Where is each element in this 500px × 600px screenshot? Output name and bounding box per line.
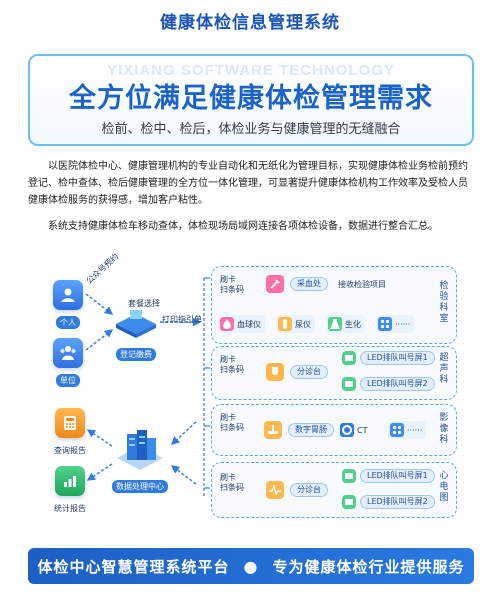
- hero-headline: 全方位满足健康体检管理需求: [69, 83, 433, 114]
- stats-report-label: 统计报告: [54, 504, 86, 513]
- syringe-icon: [266, 275, 284, 293]
- imaging-scan-label: 刷卡 扫条码: [220, 413, 244, 432]
- lab-collect-pill: 采血处: [290, 277, 328, 291]
- registration-desk-icon: [116, 310, 156, 338]
- dept-imaging: 刷卡 扫条码 数字胃肠 CT ······ 影像科: [211, 404, 457, 456]
- lab-item-more: ······: [376, 315, 415, 333]
- arrow-to-query-report: [86, 429, 113, 447]
- ecg-triage-pill: 分诊台: [290, 483, 328, 497]
- arrow-to-stats-report: [86, 463, 113, 481]
- lab-item-blood-label: 血球仪: [237, 319, 261, 329]
- ultrasound-screen-2: LED排队叫号屏2: [360, 377, 435, 391]
- blood-drop-icon: [220, 317, 234, 331]
- lab-dept-name: 检验科室: [439, 281, 449, 324]
- calculator-icon: [55, 408, 85, 438]
- grid-icon: [390, 423, 404, 437]
- dept-lab: 刷卡 扫条码 采血处 接收检验项目 血球仪 尿仪 生化 ······ 检验科室: [211, 266, 457, 344]
- query-report-label: 查询报告: [54, 446, 86, 455]
- xray-machine-icon: [264, 421, 282, 439]
- imaging-item-more: ······: [388, 421, 427, 439]
- lab-item-blood: 血球仪: [218, 315, 265, 333]
- dept-ultrasound: 刷卡 扫条码 分诊台 LED排队叫号屏1 LED排队叫号屏2 超声科: [211, 346, 457, 400]
- node-query-report: 查询报告: [50, 408, 90, 457]
- support-paragraph: 系统支持健康体检车移动查体，体检现场局域网连接各项体检设备，数据进行整合汇总。: [48, 221, 438, 232]
- hero-subtitle: 检前、检中、检后，体检业务与健康管理的无缝融合: [101, 122, 401, 137]
- flask-icon: [328, 317, 342, 331]
- ultrasound-triage-pill: 分诊台: [290, 365, 328, 379]
- imaging-item-more-label: ······: [407, 425, 423, 435]
- led-screen-icon: [342, 469, 356, 483]
- edge-label-print-guide: 打印指引单: [162, 315, 202, 324]
- ct-scanner-icon: [340, 423, 354, 437]
- led-screen-icon: [342, 351, 356, 365]
- data-center-icon: [117, 430, 163, 470]
- person-icon: [53, 280, 83, 310]
- led-screen-icon: [342, 495, 356, 509]
- imaging-item-ct: CT: [338, 421, 371, 439]
- ecg-scan-label: 刷卡 扫条码: [220, 473, 244, 492]
- footer-banner: 体检中心智慧管理系统平台 ● 专为健康体检行业提供服务: [28, 548, 474, 584]
- imaging-item-ct-label: CT: [357, 425, 368, 435]
- lab-item-more-label: ······: [395, 319, 411, 329]
- lab-item-urine-label: 尿仪: [295, 319, 311, 329]
- workflow-diagram: 个人 单位 查询报告 统计报告 公众号预约 套餐选择 打印指引单 登记缴费: [0, 252, 500, 530]
- imaging-item-gi: 数字胃肠: [288, 423, 334, 437]
- unit-label: 单位: [56, 374, 80, 387]
- node-data-center: 数据处理中心: [110, 428, 170, 493]
- footer-left-text: 体检中心智慧管理系统平台: [37, 557, 230, 576]
- footer-right-text: 专为健康体检行业提供服务: [272, 557, 465, 576]
- hero-watermark: YIXIANG SOFTWARE TECHNOLOGY: [107, 62, 395, 79]
- imaging-dept-name: 影像科: [439, 413, 449, 445]
- lab-receive-label: 接收检验项目: [338, 280, 386, 289]
- dept-ecg: 刷卡 扫条码 分诊台 LED排队叫号屏1 LED排队叫号屏2 心电图: [211, 462, 457, 518]
- lab-item-urine: 尿仪: [276, 315, 315, 333]
- ultrasound-scan-label: 刷卡 扫条码: [220, 355, 244, 374]
- ultrasound-screen-1: LED排队叫号屏1: [360, 351, 435, 365]
- ecg-dept-name: 心电图: [439, 471, 449, 503]
- ultrasound-dept-name: 超声科: [439, 353, 449, 385]
- test-tube-icon: [278, 317, 292, 331]
- node-unit: 单位: [50, 338, 86, 387]
- data-center-label: 数据处理中心: [112, 480, 168, 493]
- page-title: 健康体检信息管理系统: [160, 13, 340, 33]
- node-person: 个人: [50, 280, 86, 329]
- ultrasound-probe-icon: [266, 363, 284, 381]
- arrow-person-to-registration: [85, 293, 114, 315]
- footer-dot: ●: [243, 556, 259, 576]
- arrow-dept-to-datacenter: [170, 421, 197, 445]
- bar-chart-icon: [55, 466, 85, 496]
- node-registration: 登记缴费: [110, 308, 162, 361]
- led-screen-icon: [342, 377, 356, 391]
- lab-item-biochem-label: 生化: [345, 319, 361, 329]
- group-icon: [53, 338, 83, 368]
- ecg-device-icon: [266, 481, 284, 499]
- edge-label-package-select: 套餐选择: [128, 299, 160, 308]
- lab-item-biochem: 生化: [326, 315, 365, 333]
- person-label: 个人: [56, 316, 80, 329]
- node-stats-report: 统计报告: [50, 466, 90, 515]
- registration-label: 登记缴费: [116, 348, 156, 361]
- ecg-screen-1: LED排队叫号屏1: [360, 469, 435, 483]
- grid-icon: [378, 317, 392, 331]
- ecg-screen-2: LED排队叫号屏2: [360, 495, 435, 509]
- hero-banner: YIXIANG SOFTWARE TECHNOLOGY 全方位满足健康体检管理需…: [28, 54, 474, 146]
- lab-scan-label: 刷卡 扫条码: [220, 275, 244, 294]
- intro-paragraph: 以医院体检中心、健康管理机构的专业自动化和无纸化为管理目标，实现健康体检业务检前…: [28, 161, 468, 206]
- arrow-unit-to-registration: [85, 329, 114, 351]
